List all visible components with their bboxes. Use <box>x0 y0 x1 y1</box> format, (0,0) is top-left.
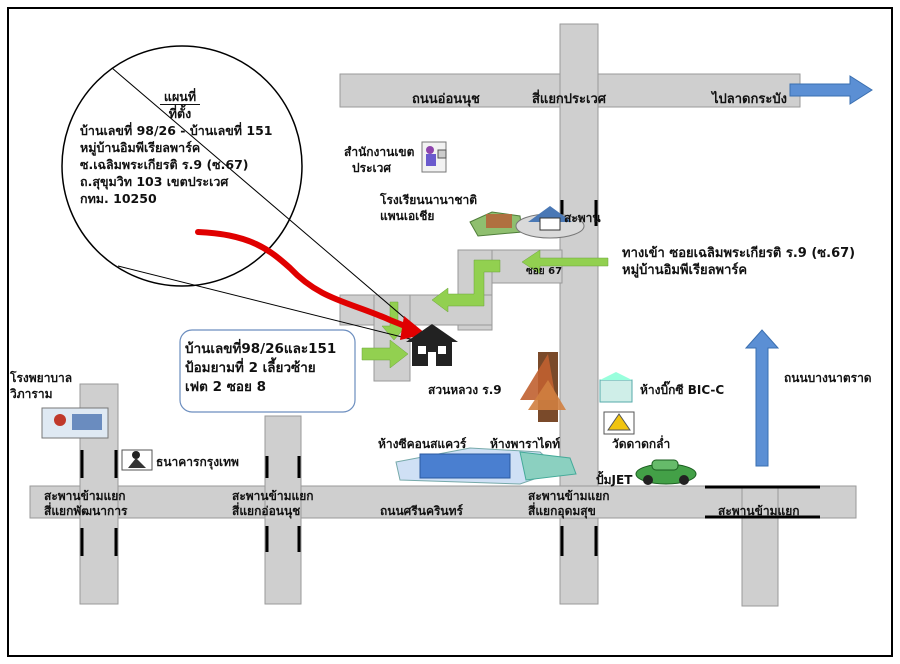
label-road-onnut: ถนนอ่อนนุช <box>412 92 480 107</box>
direction-line: บ้านเลขที่98/26และ151 <box>185 341 337 357</box>
label-soi67: ซอย 67 <box>526 266 563 277</box>
pavilion-icon <box>520 352 566 422</box>
green-arrow-entry <box>521 249 609 275</box>
direction-box-frame <box>179 329 356 413</box>
label-bridge-top: สะพาน <box>564 211 601 225</box>
label-wat: วัดดาดกล่ำ <box>612 437 671 451</box>
label-bridge-onnut-1: สะพานข้ามแยก <box>232 489 314 503</box>
label-suan-luang: สวนหลวง ร.9 <box>428 383 502 397</box>
info-line: หมู่บ้านอิมพีเรียลพาร์ค <box>80 140 201 155</box>
label-seacon: ห้างซีคอนสแควร์ <box>378 437 467 451</box>
info-text: แผนที่ ที่ตั้ง บ้านเลขที่ 98/26 - บ้านเล… <box>80 88 280 207</box>
label-intersection-prawet: สี่แยกประเวศ <box>532 92 607 107</box>
info-heading: แผนที่ <box>159 89 201 105</box>
car-icon <box>635 459 697 485</box>
red-route <box>195 229 413 331</box>
green-arrow-soi-left <box>431 259 501 313</box>
label-bridge-udomsuk-2: สี่แยกอุดมสุข <box>528 504 596 518</box>
label-paradise: ห้างพาราไดท์ <box>490 437 561 451</box>
info-line: ถ.สุขุมวิท 103 เขตประเวศ <box>80 174 229 189</box>
temple-icon <box>603 411 635 435</box>
house-icon <box>406 324 458 366</box>
label-bridge-phatthanakan-2: สี่แยกพัฒนาการ <box>44 504 128 518</box>
green-arrow-right <box>361 339 409 369</box>
computer-user-icon <box>421 141 447 173</box>
label-road-srinakarin: ถนนศรีนครินทร์ <box>380 504 463 518</box>
info-callout <box>61 45 431 345</box>
hospital-icon <box>41 407 109 439</box>
direction-line: เฟต 2 ซอย 8 <box>185 379 267 395</box>
blue-arrow-east <box>789 75 873 105</box>
info-line: กทม. 10250 <box>80 191 157 206</box>
info-line: ซ.เฉลิมพระเกียรติ ร.9 (ซ.67) <box>80 157 249 172</box>
label-jet: ปั้มJET <box>596 473 633 487</box>
green-arrows <box>361 249 609 369</box>
direction-box: บ้านเลขที่98/26และ151 ป้อมยามที่ 2 เลี้ย… <box>185 340 350 397</box>
info-subheading: ที่ตั้ง <box>168 106 192 121</box>
pavilion-icon <box>515 206 585 239</box>
label-bridge-bangna: สะพานข้ามแยก <box>718 504 800 518</box>
mall-icon <box>395 447 577 485</box>
label-hospital-2: วิภาราม <box>10 387 53 401</box>
label-to-lat-krabang: ไปลาดกระบัง <box>712 92 787 107</box>
label-road-bang-na: ถนนบางนาตราด <box>784 371 872 385</box>
label-hospital-1: โรงพยาบาล <box>10 371 73 385</box>
label-bridge-phatthanakan-1: สะพานข้ามแยก <box>44 489 126 503</box>
bigc-store-icon <box>599 372 633 403</box>
label-district-office-1: สำนักงานเขต <box>344 145 415 159</box>
label-bridge-onnut-2: สี่แยกอ่อนนุช <box>232 504 301 518</box>
road-bangna <box>741 485 779 607</box>
label-bangkok-bank: ธนาคารกรุงเทพ <box>156 455 239 469</box>
label-bigc: ห้างบิ๊กซี BIC-C <box>640 383 725 397</box>
label-district-office-2: ประเวศ <box>352 161 391 175</box>
label-soi-entrance-1: ทางเข้า ซอยเฉลิมพระเกียรติ ร.9 (ซ.67) <box>622 246 856 261</box>
info-line: บ้านเลขที่ 98/26 - บ้านเลขที่ 151 <box>80 123 273 138</box>
label-soi-entrance-2: หมู่บ้านอิมพีเรียลพาร์ค <box>622 263 748 278</box>
label-school-2: แพนเอเชีย <box>380 209 435 223</box>
bridge-marks <box>80 200 820 556</box>
bank-robber-icon <box>121 449 153 471</box>
road-onnut-lower <box>264 415 302 605</box>
direction-line: ป้อมยามที่ 2 เลี้ยวซ้าย <box>185 360 316 376</box>
label-school-1: โรงเรียนนานาชาติ <box>380 193 478 207</box>
road-srinakarin <box>29 485 857 519</box>
blue-arrow-north <box>744 329 780 467</box>
label-bridge-udomsuk-1: สะพานข้ามแยก <box>528 489 610 503</box>
